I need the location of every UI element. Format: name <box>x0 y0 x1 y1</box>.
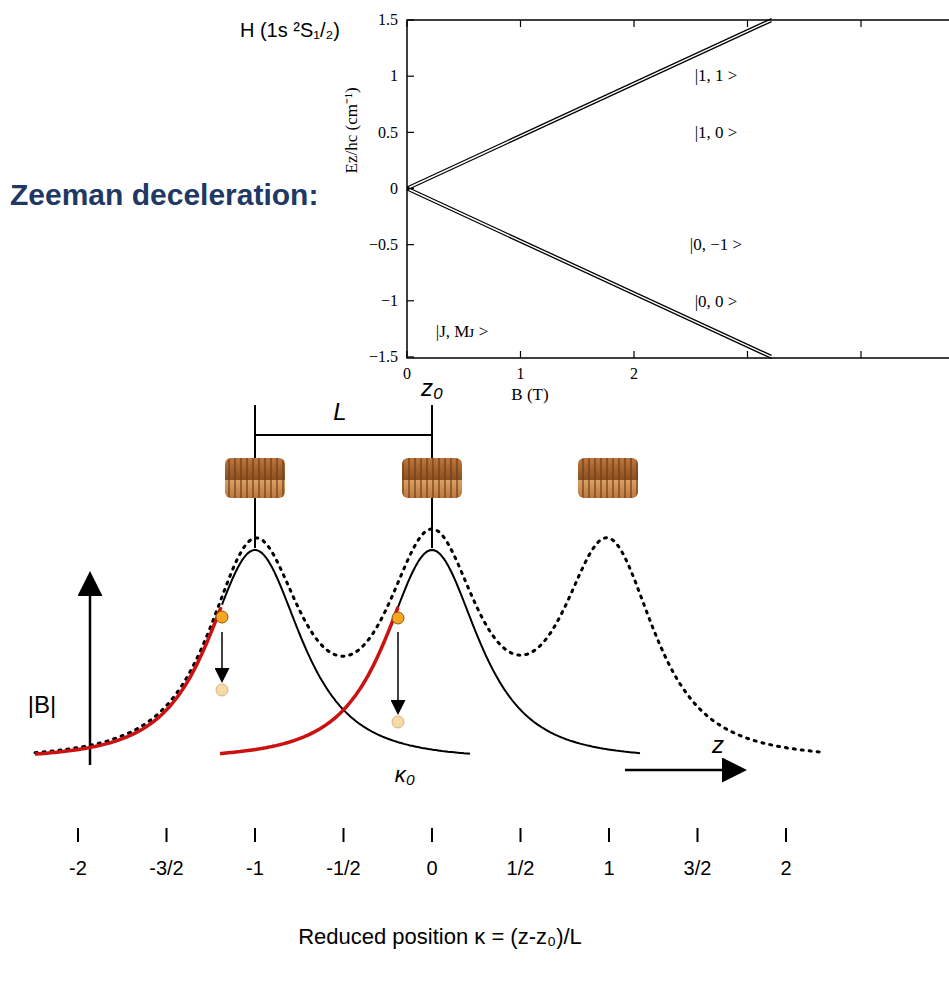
tick <box>166 828 168 842</box>
tick <box>697 828 699 842</box>
particle-after <box>216 684 228 696</box>
field-profile-active <box>35 607 221 754</box>
tick <box>407 132 414 133</box>
tick-label: -1/2 <box>326 857 360 879</box>
field-profile-active <box>220 607 398 753</box>
title: Zeeman deceleration: <box>10 178 318 212</box>
tick <box>520 828 522 842</box>
tick-label: 3/2 <box>684 857 712 879</box>
field-profiles <box>35 529 825 754</box>
coil <box>225 458 285 498</box>
tick <box>747 20 748 27</box>
tick-label: 2 <box>780 857 791 879</box>
energy-line <box>407 19 772 187</box>
particle <box>392 612 404 624</box>
axis-title: Reduced position κ = (z-z₀)/L <box>298 925 582 949</box>
tick-label: 1 <box>517 365 525 383</box>
tick <box>860 20 861 27</box>
field-axis <box>89 576 92 765</box>
tick <box>254 828 256 842</box>
axis-title: z <box>712 732 724 758</box>
switch-arrow <box>397 632 399 712</box>
axis-ticks <box>407 20 861 358</box>
tick <box>520 351 521 358</box>
tick <box>633 20 634 27</box>
tick <box>407 19 414 20</box>
coil <box>578 458 638 498</box>
tick <box>608 828 610 842</box>
tick-label: 0 <box>403 365 411 383</box>
particle <box>216 611 228 623</box>
axis-title: Eᴢ/hc (cm⁻¹) <box>343 87 362 173</box>
tick <box>860 351 861 358</box>
field-profile <box>398 550 640 753</box>
field-profile-total <box>35 529 825 753</box>
tick-label: 1.5 <box>378 11 398 29</box>
state-legend: |J, Mᴊ > <box>434 323 491 342</box>
position-ticks <box>78 828 786 842</box>
tick <box>520 20 521 27</box>
length-label: L <box>333 399 346 425</box>
tick-label: 1/2 <box>507 857 535 879</box>
field-profile <box>222 550 470 754</box>
axis-title: B (T) <box>511 386 548 405</box>
energy-line <box>407 22 772 190</box>
axis-title: |B| <box>28 692 56 718</box>
particle-after <box>392 716 404 728</box>
state-label: |1, 0 > <box>693 124 740 143</box>
tick <box>431 828 433 842</box>
tick-label: -1 <box>246 857 264 879</box>
tick <box>343 828 345 842</box>
tick-label: 2 <box>630 365 638 383</box>
tick <box>407 76 414 77</box>
plot-frame <box>407 20 949 358</box>
tick-label: -2 <box>69 857 87 879</box>
energy-line <box>407 187 772 355</box>
position-label: κ₀ <box>393 763 417 787</box>
tick <box>406 20 407 27</box>
tick-label: 1 <box>390 67 398 85</box>
tick <box>747 351 748 358</box>
tick-label: -3/2 <box>149 857 183 879</box>
energy-line <box>407 190 772 358</box>
length-bracket <box>255 434 432 436</box>
switch-arrow <box>221 632 223 680</box>
state-label: |0, 0 > <box>693 293 740 312</box>
z-axis <box>625 769 742 772</box>
tick-label: −1.5 <box>369 348 398 366</box>
tick <box>633 351 634 358</box>
coil <box>402 458 462 498</box>
tick <box>407 244 414 245</box>
tick-label: 0 <box>426 857 437 879</box>
tick <box>407 300 414 301</box>
tick <box>77 828 79 842</box>
tick <box>785 828 787 842</box>
tick-label: 0.5 <box>378 124 398 142</box>
tick <box>407 356 414 357</box>
element-state: H (1s ²S₁/₂) <box>240 19 340 41</box>
tick <box>406 351 407 358</box>
tick-label: −0.5 <box>369 236 398 254</box>
state-label: |0, −1 > <box>688 236 744 255</box>
state-label: |1, 1 > <box>693 67 740 86</box>
tick-label: −1 <box>381 292 398 310</box>
position-label: z₀ <box>421 375 443 401</box>
zeeman-lines <box>407 19 772 359</box>
tick-label: 0 <box>390 180 398 198</box>
tick-label: 1 <box>603 857 614 879</box>
